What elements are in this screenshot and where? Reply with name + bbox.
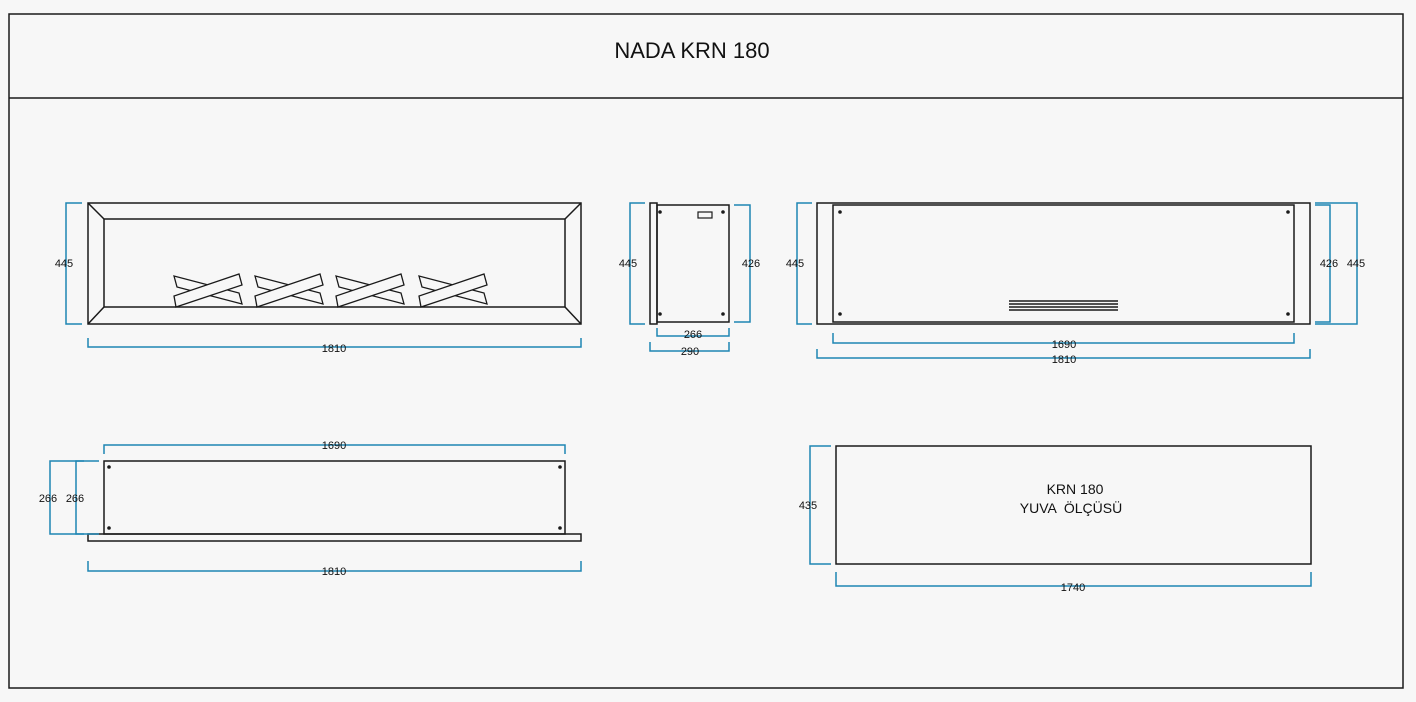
back-screws (838, 210, 1290, 316)
top-depth-outer-label: 266 (39, 493, 57, 505)
niche-height-label: 435 (799, 500, 817, 512)
front-opening (103, 218, 566, 308)
top-width-top-label: 1690 (322, 440, 346, 452)
side-height-inner-label: 426 (742, 258, 760, 270)
niche-outline (835, 445, 1312, 565)
niche-label-line2: YUVA ÖLÇÜSÜ (1020, 499, 1122, 516)
back-width-inner-label: 1690 (1052, 339, 1076, 351)
front-outer-frame (87, 202, 582, 325)
niche-dimensions (809, 445, 1312, 587)
top-screws (107, 465, 562, 530)
top-dimensions (49, 444, 582, 572)
top-width-bottom-label: 1810 (322, 566, 346, 578)
side-front-plate (649, 202, 658, 325)
back-panel (832, 204, 1295, 323)
back-width-outer-label: 1810 (1052, 354, 1076, 366)
front-dimensions (65, 202, 582, 348)
niche-label-line1: KRN 180 (1047, 481, 1104, 497)
front-width-label: 1810 (322, 343, 346, 355)
back-height-left-label: 445 (786, 258, 804, 270)
drawing-title: NADA KRN 180 (614, 38, 769, 63)
side-vent-slot (697, 211, 713, 219)
side-body (656, 204, 730, 323)
top-view (87, 460, 582, 542)
front-height-label: 445 (55, 258, 73, 270)
top-front-plate (87, 533, 582, 542)
niche-width-label: 1740 (1061, 582, 1085, 594)
decorative-logs (173, 273, 488, 308)
back-dimensions (796, 202, 1358, 359)
back-outer-frame (816, 202, 1311, 325)
side-height-outer-label: 445 (619, 258, 637, 270)
side-depth-outer-label: 290 (681, 346, 699, 358)
front-view (87, 202, 582, 325)
side-depth-inner-label: 266 (684, 329, 702, 341)
back-height-outer-label: 445 (1347, 258, 1365, 270)
sheet-border (8, 13, 1404, 689)
back-vent-grille (1009, 300, 1118, 311)
side-screws (658, 210, 725, 316)
back-view (816, 202, 1311, 325)
side-dimensions (629, 202, 751, 352)
top-body (103, 460, 566, 535)
side-view (649, 202, 730, 325)
top-depth-inner-label: 266 (66, 493, 84, 505)
back-height-inner-label: 426 (1320, 258, 1338, 270)
